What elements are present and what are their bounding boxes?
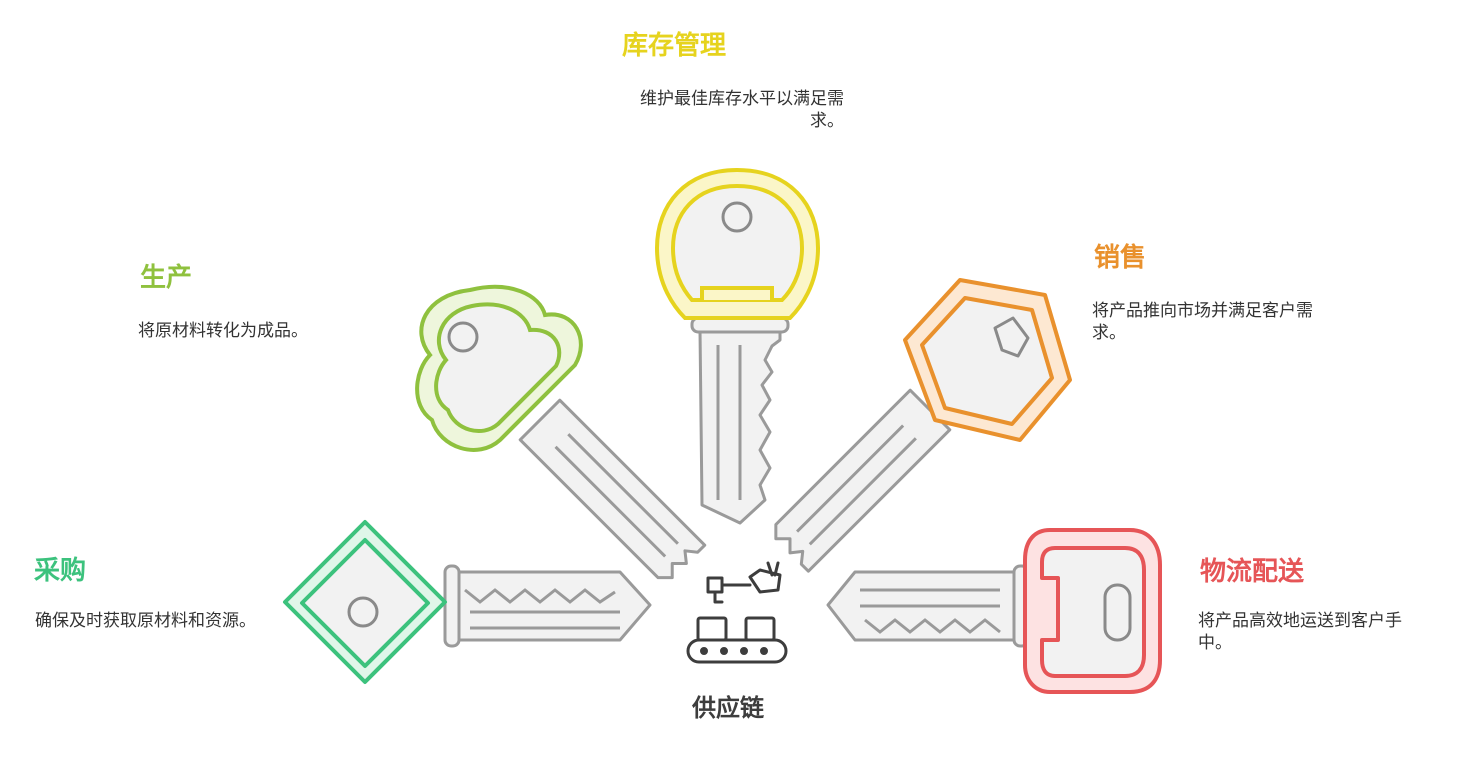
logistics-key [828, 530, 1160, 692]
inventory-title: 库存管理 [622, 30, 726, 62]
sales-key [769, 280, 1070, 571]
procurement-desc: 确保及时获取原材料和资源。 [32, 610, 256, 632]
sales-desc: 将产品推向市场并满足客户需求。 [1092, 300, 1324, 344]
logistics-title: 物流配送 [1200, 556, 1304, 588]
sales-title: 销售 [1094, 242, 1146, 274]
procurement-title: 采购 [34, 555, 86, 587]
production-title: 生产 [140, 262, 192, 294]
production-key [417, 287, 705, 585]
conveyor-robot-icon [688, 563, 786, 662]
production-desc: 将原材料转化为成品。 [138, 320, 378, 342]
inventory-key [657, 170, 818, 523]
logistics-desc: 将产品高效地运送到客户手中。 [1198, 610, 1428, 654]
inventory-desc: 维护最佳库存水平以满足需求。 [616, 88, 844, 132]
procurement-key [285, 522, 650, 682]
center-label: 供应链 [692, 688, 764, 723]
